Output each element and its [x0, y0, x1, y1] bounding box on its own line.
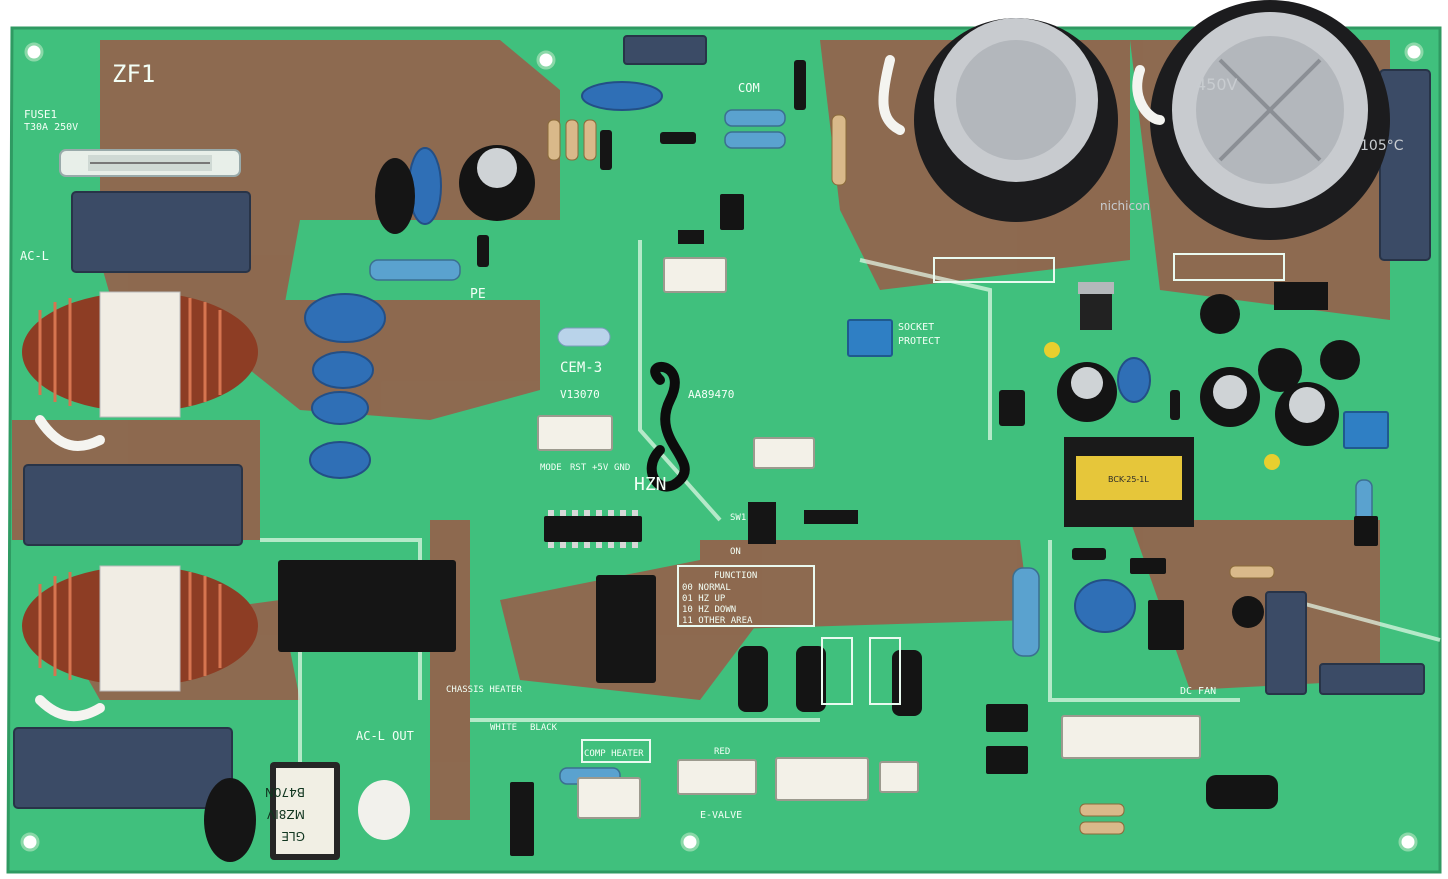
small-resistors: [547, 114, 1275, 835]
blue-connectors: [847, 319, 1389, 449]
connectors: [537, 257, 1201, 819]
board-id-label: ZF1: [112, 60, 155, 88]
transformer-label: BCK-25-1L: [1108, 475, 1149, 484]
protect-label: PROTECT: [898, 336, 940, 347]
black-label: BLACK: [530, 723, 558, 733]
white-choke: [358, 780, 410, 840]
ac-out-label: AC-L OUT: [356, 729, 414, 743]
y-capacitors: [304, 81, 1151, 633]
choke-gle: [270, 762, 340, 860]
marker-mark: [646, 361, 690, 492]
model-label: CEM-3: [560, 360, 602, 376]
cap-tops: [477, 148, 1325, 423]
red-label: RED: [714, 747, 730, 757]
cap-temp-label: 105°C: [1360, 138, 1404, 154]
cap-rating-label: 450V: [1196, 75, 1238, 94]
pe-label: PE: [470, 287, 486, 302]
valve-label: E-VALVE: [700, 810, 742, 821]
white-label: WHITE: [490, 723, 517, 733]
leds: [1044, 342, 1280, 470]
on-label: ON: [730, 547, 741, 557]
socket-label: SOCKET: [898, 322, 934, 333]
function-title: FUNCTION: [714, 571, 757, 581]
crystal: [557, 327, 611, 347]
diodes: [477, 60, 1180, 560]
maker-label: HZN: [634, 474, 667, 495]
fuse-rating-label: T30A 250V: [24, 122, 78, 133]
function-row-2: 10 HZ DOWN: [682, 605, 736, 615]
ac-in-label: AC-L: [20, 249, 49, 263]
part-number-label: AA89470: [688, 388, 734, 401]
function-row-1: 01 HZ UP: [682, 594, 726, 604]
function-row-0: 00 NORMAL: [682, 583, 731, 593]
comp-heater-label: COMP HEATER: [584, 749, 644, 759]
regulator: [1078, 282, 1114, 330]
pin-headers: [678, 230, 1328, 544]
rst-label: RST: [570, 463, 587, 473]
plus5v-label: +5V: [592, 463, 609, 473]
silkscreen-outlines: [581, 253, 1285, 763]
toroid-chokes: [22, 291, 258, 692]
fan-label: DC FAN: [1180, 686, 1216, 697]
ferrite-rings: [204, 158, 415, 862]
mounting-holes: [20, 42, 1424, 852]
cap-brand-label: nichicon: [1100, 199, 1150, 213]
code-label: V13070: [560, 388, 600, 401]
power-relays: [278, 560, 656, 856]
cable-wraps: [35, 55, 1165, 722]
mode-label: MODE: [540, 463, 562, 473]
bulk-capacitors: [914, 0, 1390, 240]
choke-text-2: MZ8IV: [266, 807, 305, 821]
chassis-heater-label: CHASSIS HEATER: [446, 685, 522, 695]
relay-blocks: [13, 35, 1431, 809]
ic-pins: [548, 510, 638, 548]
choke-text-1: GLE: [281, 829, 305, 843]
function-row-3: 11 OTHER AREA: [682, 616, 753, 626]
gnd-label: GND: [614, 463, 630, 473]
choke-text-3: B470N: [265, 785, 305, 799]
transformer: [1064, 437, 1194, 527]
fuse-label: FUSE1: [24, 108, 57, 121]
sw1-label: SW1: [730, 513, 746, 523]
fuse: [59, 149, 241, 177]
com-label: COM: [738, 81, 760, 95]
